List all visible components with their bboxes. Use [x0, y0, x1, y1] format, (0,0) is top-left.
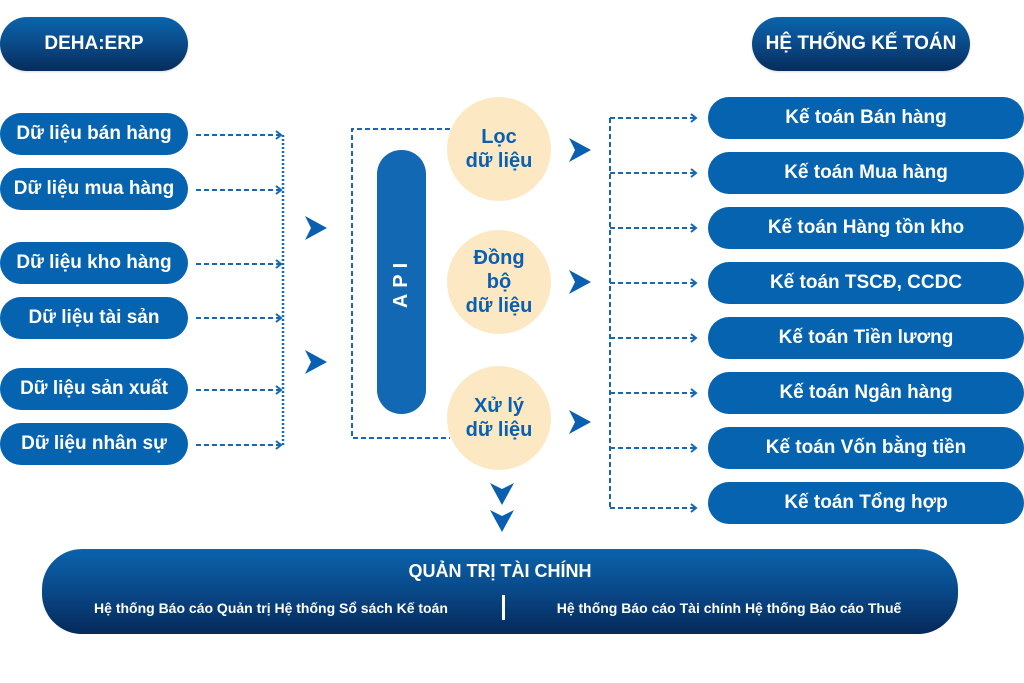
source-assets: Dữ liệu tài sản — [0, 297, 188, 339]
source-production: Dữ liệu sản xuất — [0, 368, 188, 410]
process-text: Lọc — [481, 126, 517, 148]
source-label: Dữ liệu sản xuất — [20, 378, 168, 399]
process-text: dữ liệu — [465, 419, 533, 441]
arrow-right-icon — [305, 350, 327, 374]
accounting-label: Kế toán Bán hàng — [785, 107, 947, 128]
accounting-label: Kế toán Ngân hàng — [779, 382, 953, 403]
accounting-fixed-assets: Kế toán TSCĐ, CCDC — [708, 262, 1024, 304]
accounting-header: HỆ THỐNG KẾ TOÁN — [752, 17, 970, 71]
accounting-header-label: HỆ THỐNG KẾ TOÁN — [765, 33, 957, 54]
arrow-right-icon — [569, 410, 591, 434]
source-label: Dữ liệu nhân sự — [21, 433, 167, 454]
erp-header-label: DEHA:ERP — [44, 33, 144, 54]
arrow-right-icon — [569, 270, 591, 294]
accounting-label: Kế toán Tổng hợp — [784, 492, 948, 513]
arrow-down-icon — [490, 483, 514, 505]
accounting-label: Kế toán Tiền lương — [778, 327, 954, 348]
process-text: dữ liệu — [465, 150, 533, 172]
source-label: Dữ liệu mua hàng — [13, 178, 175, 199]
process-text: dữ liệu — [465, 295, 533, 317]
source-hr: Dữ liệu nhân sự — [0, 423, 188, 465]
source-sales: Dữ liệu bán hàng — [0, 113, 188, 155]
erp-header: DEHA:ERP — [0, 17, 188, 71]
process-text: Xử lý — [473, 395, 525, 417]
accounting-bank: Kế toán Ngân hàng — [708, 372, 1024, 414]
finance-left-text: Hệ thống Báo cáo Quản trị Hệ thống Sổ sá… — [94, 600, 448, 616]
finance-title: QUẢN TRỊ TÀI CHÍNH — [408, 561, 592, 581]
api-label: API — [390, 256, 412, 308]
source-label: Dữ liệu bán hàng — [16, 123, 172, 144]
finance-panel: QUẢN TRỊ TÀI CHÍNH Hệ thống Báo cáo Quản… — [42, 549, 958, 634]
accounting-inventory: Kế toán Hàng tồn kho — [708, 207, 1024, 249]
api-bar: API — [377, 150, 426, 414]
finance-right-text: Hệ thống Báo cáo Tài chính Hệ thống Báo … — [556, 600, 902, 616]
source-purchase: Dữ liệu mua hàng — [0, 168, 188, 210]
accounting-label: Kế toán Mua hàng — [784, 162, 948, 183]
source-inventory: Dữ liệu kho hàng — [0, 242, 188, 284]
source-label: Dữ liệu kho hàng — [16, 252, 172, 273]
source-label: Dữ liệu tài sản — [28, 307, 160, 328]
accounting-payroll: Kế toán Tiền lương — [708, 317, 1024, 359]
accounting-label: Kế toán TSCĐ, CCDC — [769, 272, 963, 293]
finance-divider — [502, 595, 505, 620]
process-filter: Lọc dữ liệu — [447, 97, 551, 201]
accounting-label: Kế toán Vốn bằng tiền — [765, 437, 967, 458]
process-sync: Đồng bộ dữ liệu — [447, 230, 551, 334]
arrow-right-icon — [305, 216, 327, 240]
accounting-cash: Kế toán Vốn bằng tiền — [708, 427, 1024, 469]
arrowheads — [275, 113, 698, 513]
api-bracket — [351, 128, 450, 439]
source-connectors — [196, 134, 280, 446]
arrow-right-icon — [569, 138, 591, 162]
arrow-down-icon — [490, 510, 514, 532]
process-text: Đồng — [473, 247, 525, 269]
accounting-purchase: Kế toán Mua hàng — [708, 152, 1024, 194]
process-text: bộ — [486, 271, 512, 293]
accounting-connectors — [610, 117, 695, 509]
accounting-general: Kế toán Tổng hợp — [708, 482, 1024, 524]
accounting-label: Kế toán Hàng tồn kho — [767, 217, 965, 238]
process-handle: Xử lý dữ liệu — [447, 366, 551, 470]
accounting-sales: Kế toán Bán hàng — [708, 97, 1024, 139]
